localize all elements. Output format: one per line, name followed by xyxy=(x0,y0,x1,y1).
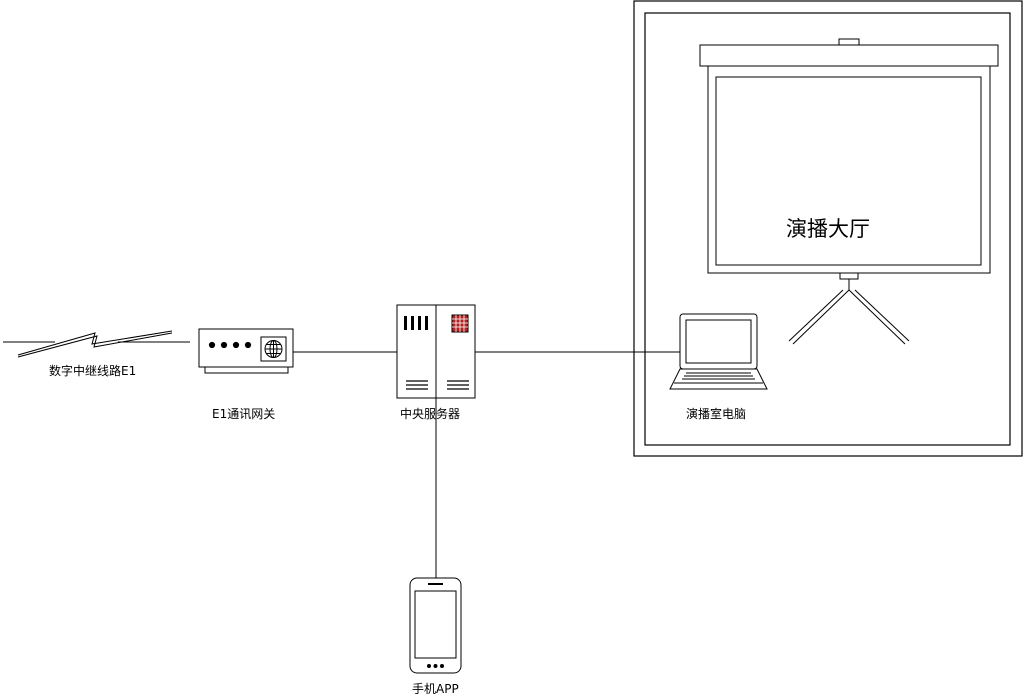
server-rack-icon xyxy=(396,304,476,399)
projection-screen-icon xyxy=(699,38,999,345)
label-studio-pc: 演播室电脑 xyxy=(686,407,747,421)
label-e1-line: 数字中继线路E1 xyxy=(49,364,137,378)
label-mobile-app: 手机APP xyxy=(412,682,459,696)
label-central-server: 中央服务器 xyxy=(400,407,461,421)
label-studio-hall: 演播大厅 xyxy=(786,217,870,241)
gateway-globe-icon xyxy=(198,328,294,374)
studio-hall-frame xyxy=(633,0,1023,457)
connection-lines xyxy=(293,351,680,578)
smartphone-icon xyxy=(409,577,462,674)
lightning-bolt-icon xyxy=(3,330,190,358)
label-e1-gateway: E1通讯网关 xyxy=(212,407,276,421)
laptop-icon xyxy=(669,313,768,390)
